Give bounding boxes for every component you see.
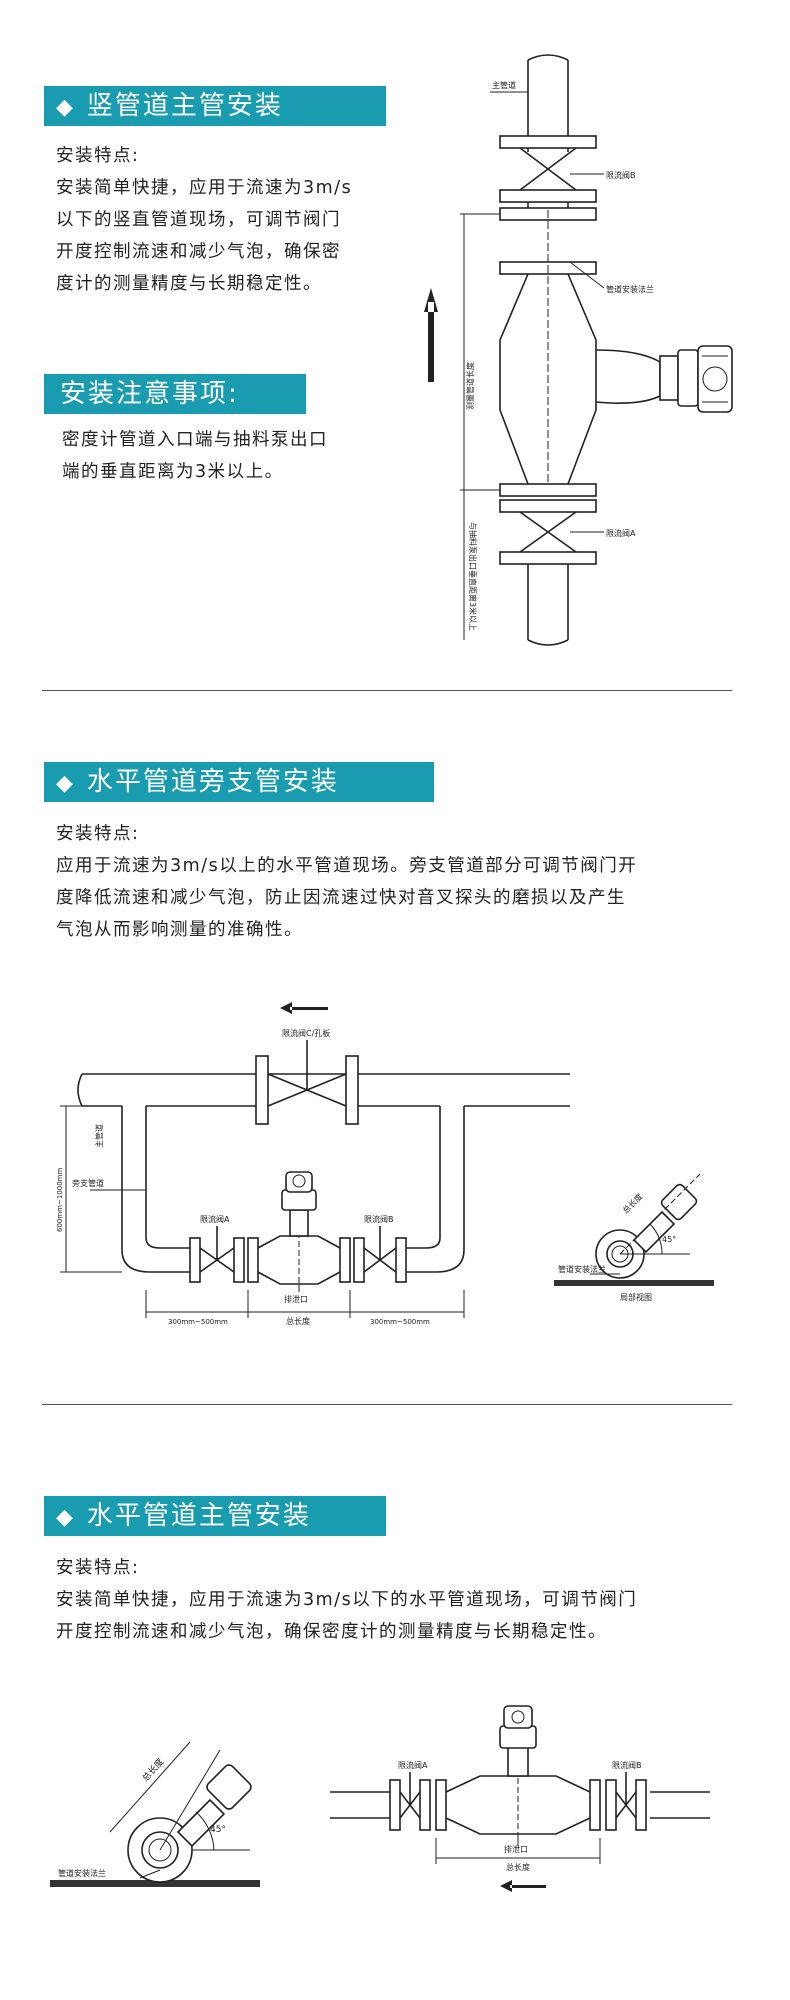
section-2-title: 水平管道旁支管安装: [86, 767, 339, 797]
section-3-features: 安装特点: 安装简单快捷，应用于流速为3m/s以下的水平管道现场，可调节阀门 开…: [56, 1552, 746, 1648]
height-range-label: 600mm~1000mm: [56, 1168, 64, 1232]
feature-label: 安装特点:: [56, 824, 140, 844]
feature-line: 度计的测量精度与长期稳定性。: [56, 274, 322, 294]
valve-a-label: 限流阀A: [606, 528, 636, 538]
measure-length-label: 测量管道长度: [465, 362, 475, 410]
feature-line: 以下的竖直管道现场，可调节阀门: [56, 210, 341, 230]
branch-pipe-diagram: 限流阀C/孔板 600mm~1000mm 主管道 旁支管道 限流阀A 排泄口 限…: [56, 1002, 570, 1326]
valve-b-label: 限流阀B: [612, 1760, 642, 1770]
divider: [42, 1404, 732, 1405]
ground-plate: [554, 1280, 714, 1286]
feature-line: 气泡从而影响测量的准确性。: [56, 920, 303, 940]
detail-total-label: 总长度: [620, 1191, 644, 1215]
diamond-icon: ◆: [56, 95, 75, 120]
horizontal-main-diagram: 限流阀A 排泄口 限流阀B 总长度: [330, 1705, 710, 1892]
diamond-icon: ◆: [56, 771, 75, 796]
note-title: 安装注意事项:: [60, 379, 239, 409]
main-pipe-label: 主管道: [94, 1124, 104, 1148]
note-line: 密度计管道入口端与抽料泵出口: [62, 430, 328, 450]
valve-a-label: 限流阀A: [200, 1214, 230, 1224]
valve-c-label: 限流阀C/孔板: [282, 1028, 330, 1038]
total-length-label: 总长度: [506, 1862, 530, 1872]
feature-label: 安装特点:: [56, 1558, 140, 1578]
feature-line: 应用于流速为3m/s以上的水平管道现场。旁支管道部分可调节阀门开: [56, 856, 638, 876]
detail-caption: 局部视图: [620, 1292, 652, 1302]
valve-b-label: 限流阀B: [606, 170, 636, 180]
section-1-features: 安装特点: 安装简单快捷，应用于流速为3m/s 以下的竖直管道现场，可调节阀门 …: [56, 140, 436, 300]
left-dimension-label: 300mm~500mm: [168, 1318, 228, 1326]
valve-b-label: 限流阀B: [364, 1214, 394, 1224]
detail-total-label: 总长度: [139, 1756, 166, 1784]
section-2-features: 安装特点: 应用于流速为3m/s以上的水平管道现场。旁支管道部分可调节阀门开 度…: [56, 818, 746, 946]
total-length-label: 总长度: [286, 1316, 310, 1326]
right-dimension-label: 300mm~500mm: [370, 1318, 430, 1326]
main-pipe-label: 主管道: [492, 80, 516, 90]
section-2-banner: ◆ 水平管道旁支管安装: [44, 762, 434, 802]
vertical-distance-label: 与抽料泵出口垂直距离3米以上: [468, 522, 478, 631]
feature-label: 安装特点:: [56, 146, 140, 166]
section-3-banner: ◆ 水平管道主管安装: [44, 1496, 386, 1536]
diamond-icon: ◆: [56, 1505, 75, 1530]
flange-label: 管道安装法兰: [606, 284, 654, 294]
section-1-title: 竖管道主管安装: [86, 91, 283, 121]
vertical-pipe-diagram: 主管道 限流阀B 管道安装法兰 限流阀A 测量管道长度 与抽料泵出口垂直距离3米…: [424, 54, 733, 646]
drain-label: 排泄口: [504, 1844, 528, 1854]
detail-view-diagram: 45° 总长度 管道安装法兰 局部视图: [554, 1173, 714, 1302]
detail-flange-label: 管道安装法兰: [58, 1868, 106, 1878]
section-3-title: 水平管道主管安装: [86, 1501, 311, 1531]
feature-line: 度降低流速和减少气泡，防止因流速过快对音叉探头的磨损以及产生: [56, 888, 626, 908]
flow-arrow-icon: [424, 288, 438, 382]
feature-line: 开度控制流速和减少气泡，确保密: [56, 242, 341, 262]
branch-pipe-label: 旁支管道: [72, 1178, 104, 1188]
section-1-notes: 密度计管道入口端与抽料泵出口 端的垂直距离为3米以上。: [62, 424, 422, 488]
feature-line: 安装简单快捷，应用于流速为3m/s: [56, 178, 353, 198]
valve-a-label: 限流阀A: [398, 1760, 428, 1770]
detail-angle-label: 45°: [662, 1235, 676, 1244]
note-line: 端的垂直距离为3米以上。: [62, 462, 284, 482]
section-1-banner: ◆ 竖管道主管安装: [44, 86, 386, 126]
horizontal-detail-diagram: 总长度 45° 管道安装法兰: [50, 1741, 260, 1887]
divider: [42, 690, 732, 691]
flow-arrow-icon: [500, 1880, 546, 1892]
feature-line: 安装简单快捷，应用于流速为3m/s以下的水平管道现场，可调节阀门: [56, 1590, 638, 1610]
detail-flange-label: 管道安装法兰: [558, 1264, 606, 1274]
detail-angle-label: 45°: [210, 1825, 226, 1835]
flow-arrow-icon: [280, 1002, 328, 1014]
ground-plate: [50, 1880, 260, 1887]
feature-line: 开度控制流速和减少气泡，确保密度计的测量精度与长期稳定性。: [56, 1622, 607, 1642]
section-1-note-banner: 安装注意事项:: [44, 374, 306, 414]
drain-label: 排泄口: [284, 1294, 308, 1304]
